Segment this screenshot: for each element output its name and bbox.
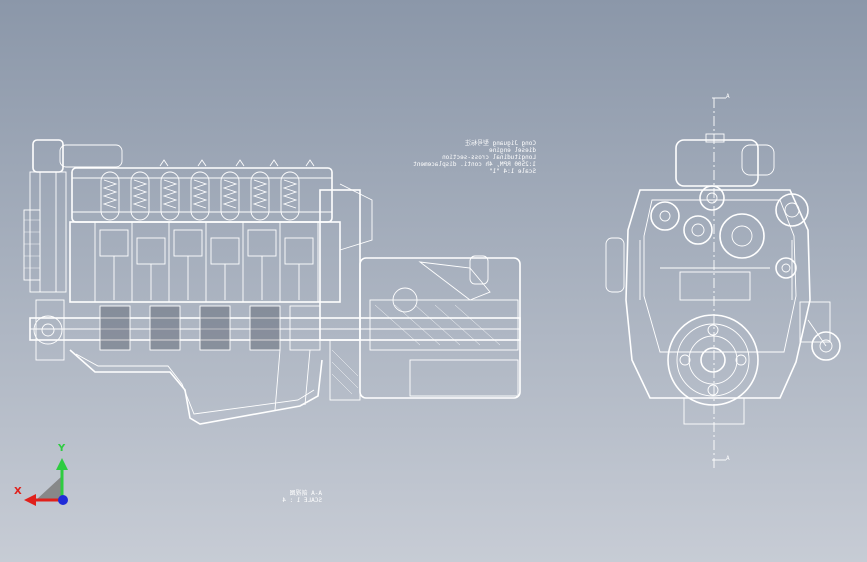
note-line: diesel engine	[489, 147, 536, 154]
note-line: 1:2500 RPM, 4h conti. displacement	[413, 161, 536, 168]
gearbox	[359, 255, 521, 399]
section-label: A-A 剖视图 SCALE 1 : 4	[262, 490, 322, 504]
front-accessory-stack	[23, 139, 123, 361]
side-section-view	[23, 139, 521, 425]
note-line: Longitudinal cross-section	[442, 154, 536, 161]
y-axis-label: Y	[58, 443, 66, 454]
cylinder-head	[71, 159, 333, 223]
y-axis-arrow	[56, 458, 68, 470]
cylinder-block	[69, 221, 341, 303]
crankshaft	[29, 305, 521, 351]
crank-pulley	[667, 314, 759, 406]
note-line: Cong Jiguang 型号标注	[465, 140, 536, 147]
piston	[99, 229, 314, 300]
section-mark-bottom: A	[726, 455, 730, 462]
valve-spring	[100, 171, 120, 221]
drawing-notes: Cong Jiguang 型号标注 diesel engine Longitud…	[412, 140, 536, 175]
front-pulleys	[650, 185, 841, 361]
z-axis-dot	[58, 495, 68, 505]
x-axis-arrow	[24, 494, 36, 506]
front-view	[605, 97, 841, 468]
coordinate-triad	[24, 458, 68, 506]
note-line: Scale 1:4 "1"	[489, 168, 536, 175]
section-label-line: A-A 剖视图	[289, 490, 322, 497]
section-mark-top: A	[726, 93, 730, 100]
flywheel-housing	[319, 183, 373, 401]
front-engine-outline	[625, 189, 811, 399]
x-axis-label: X	[14, 486, 22, 497]
intake-manifold	[675, 133, 775, 187]
side-accessories	[605, 237, 831, 425]
oil-pan	[69, 349, 323, 425]
section-label-line: SCALE 1 : 4	[282, 497, 322, 504]
